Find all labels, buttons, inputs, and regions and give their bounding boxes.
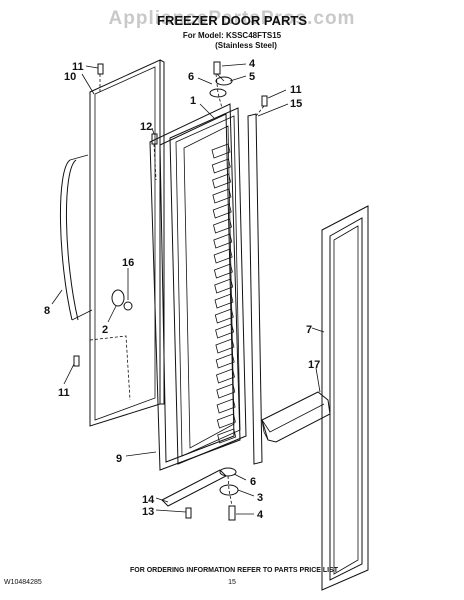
outer-door-panel [89, 59, 165, 427]
callout-7: 7 [306, 324, 312, 336]
callout-6: 6 [250, 476, 256, 488]
callout-3: 3 [257, 492, 263, 504]
shelf-rib [214, 293, 234, 309]
finish-line: (Stainless Steel) [215, 41, 277, 50]
shelf-rib [215, 353, 235, 369]
callout-16: 16 [122, 257, 134, 269]
shelf-rib [213, 248, 233, 264]
callout-2: 2 [102, 324, 108, 336]
callout-5: 5 [249, 71, 255, 83]
callout-8: 8 [44, 305, 50, 317]
shelf-rib [215, 338, 235, 354]
callout-9: 9 [116, 453, 122, 465]
shelf-rib [213, 218, 232, 234]
callout-12: 12 [140, 121, 152, 133]
door-handle [59, 154, 93, 321]
shelf-rib [212, 188, 232, 204]
screws [73, 63, 268, 519]
shelf-rib [211, 143, 231, 159]
shelf-rib [214, 308, 234, 324]
inner-door-assembly [169, 107, 247, 465]
callout-6: 6 [188, 71, 194, 83]
bottom-bracket [161, 469, 227, 507]
document-number: W10484285 [4, 579, 42, 586]
model-line: For Model: KSSC48FTS15 [183, 31, 282, 40]
shelf-rib [216, 413, 236, 429]
callout-17: 17 [308, 359, 320, 371]
ordering-note: FOR ORDERING INFORMATION REFER TO PARTS … [130, 567, 339, 574]
handle-fasteners [111, 289, 133, 311]
callout-15: 15 [290, 98, 302, 110]
shelf-rib [216, 383, 236, 399]
shelf-rib [211, 158, 231, 174]
callout-4: 4 [249, 58, 256, 70]
callout-11: 11 [58, 387, 70, 399]
trim-strip [247, 113, 263, 465]
shelf-rib [212, 173, 232, 189]
alignment-lines [89, 73, 265, 507]
shelf-rib [212, 203, 232, 219]
shelf-rib [214, 278, 234, 294]
shelf-rib [213, 233, 233, 249]
door-shelf-ribs [211, 143, 237, 444]
top-hinge-hardware [209, 61, 233, 98]
diagram-title: FREEZER DOOR PARTS [157, 13, 307, 28]
shelf-rib [213, 263, 233, 279]
bottom-hinge-hardware [219, 467, 239, 521]
callout-leaders [51, 63, 325, 515]
callout-10: 10 [64, 71, 76, 83]
callout-11: 11 [290, 84, 302, 96]
callout-13: 13 [142, 506, 154, 518]
watermark-text: AppliancePartsPros.com [109, 8, 356, 29]
callout-11: 11 [72, 61, 84, 73]
callout-4: 4 [257, 509, 264, 521]
door-bin [261, 391, 331, 443]
callout-1: 1 [190, 95, 196, 107]
shelf-rib [215, 323, 235, 339]
shelf-rib [216, 398, 236, 414]
shelf-rib [217, 428, 237, 444]
callout-14: 14 [142, 494, 155, 506]
door-liner [149, 103, 241, 471]
page-number: 15 [228, 579, 236, 586]
shelf-rib [216, 368, 235, 384]
door-gasket [321, 205, 369, 591]
